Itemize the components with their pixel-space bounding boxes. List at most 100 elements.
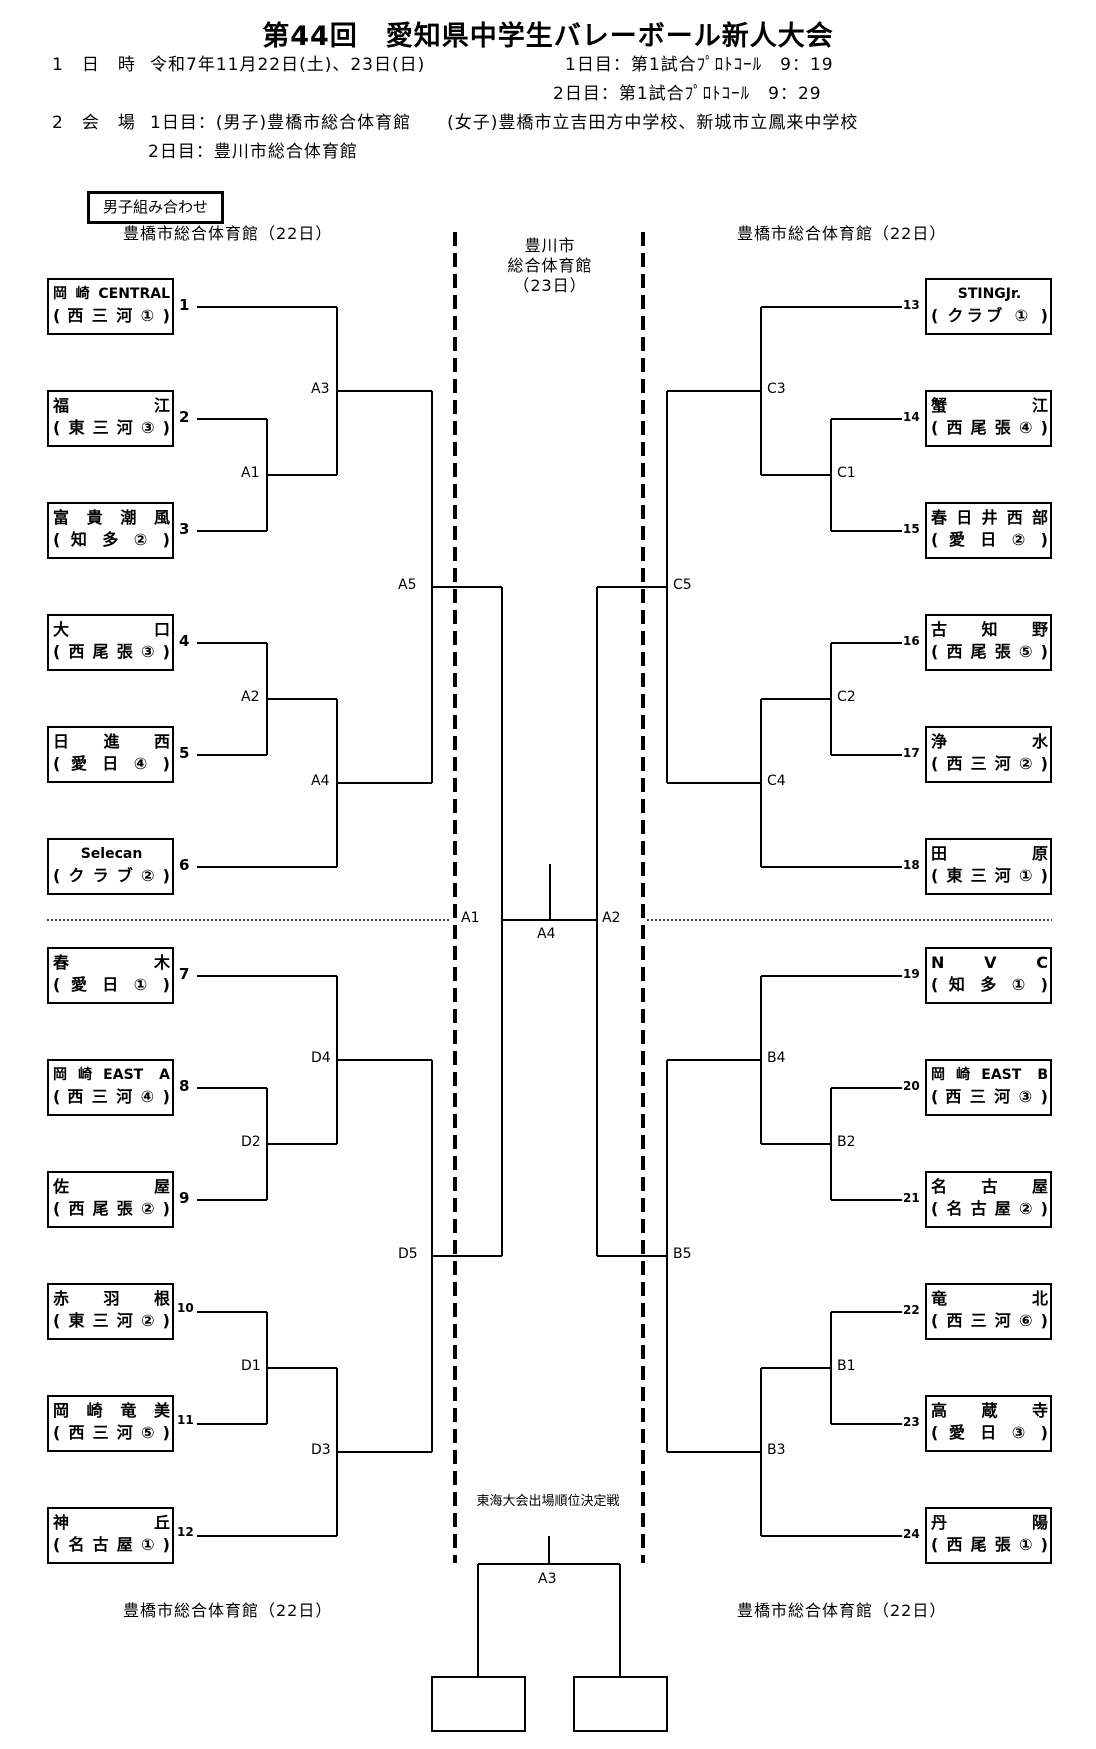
team-seed-number: 7 (179, 965, 190, 983)
date-label: 1 日 時 (52, 55, 136, 75)
team-seed-number: 14 (903, 410, 920, 424)
team-name: 神 丘 (53, 1513, 170, 1532)
team-region: (西尾張①) (931, 1535, 1048, 1554)
team-region: (西三河②) (931, 754, 1048, 773)
venue-day2: 2日目：豊川市総合体育館 (148, 142, 358, 162)
team-region: (西尾張③) (53, 642, 170, 661)
team-seed-number: 18 (903, 858, 920, 872)
team-box: 赤 羽 根 (東三河②) (47, 1283, 174, 1340)
match-label-d1: D1 (241, 1358, 261, 1374)
team-box: STINGJr. ( クラブ ① ) (925, 278, 1052, 335)
team-seed-number: 19 (903, 967, 920, 981)
venue-label: 2 会 場 (52, 113, 136, 133)
match-label-d2: D2 (241, 1134, 261, 1150)
section-tag: 男子組み合わせ (87, 191, 224, 224)
team-box: Selecan(クラブ②) (47, 838, 174, 895)
match-label-a4: A4 (311, 773, 330, 789)
team-box: 岡 崎 CENTRAL( 西 三 河 ① ) (47, 278, 174, 335)
match-label-a5: A5 (398, 577, 417, 593)
team-name: 竜 北 (931, 1289, 1048, 1308)
team-seed-number: 21 (903, 1191, 920, 1205)
match-label-c2: C2 (837, 689, 856, 705)
team-box: 浄 水 (西三河②) (925, 726, 1052, 783)
team-box: 日 進 西( 愛 日 ④ ) (47, 726, 174, 783)
team-name: 浄 水 (931, 732, 1048, 751)
team-name: 蟹 江 (931, 396, 1048, 415)
team-seed-number: 9 (179, 1189, 190, 1207)
team-seed-number: 1 (179, 296, 190, 314)
team-name: 岡崎EAST B (931, 1067, 1048, 1083)
venue-top-right: 豊橋市総合体育館（22日） (737, 224, 947, 243)
team-name: STINGJr. (957, 286, 1022, 302)
placement-box-left (431, 1676, 526, 1732)
team-region: (名古屋②) (931, 1199, 1048, 1218)
match-label-d5: D5 (398, 1246, 418, 1262)
match-label-c1: C1 (837, 465, 856, 481)
team-region: (クラブ②) (53, 866, 170, 885)
team-region: (東三河①) (931, 866, 1048, 885)
team-name: 富貴潮風 (53, 508, 170, 527)
match-label-c5: C5 (673, 577, 692, 593)
team-region: (西三河⑤) (53, 1423, 170, 1442)
match-label-b2: B2 (837, 1134, 856, 1150)
venue-top-left: 豊橋市総合体育館（22日） (123, 224, 333, 243)
center-venue-hall: 総合体育館 (507, 256, 593, 275)
team-seed-number: 12 (177, 1525, 194, 1539)
match-label-b1: B1 (837, 1358, 856, 1374)
team-region: ( クラブ ① ) (931, 306, 1048, 325)
team-box: 名 古 屋 (名古屋②) (925, 1171, 1052, 1228)
match-label-a2: A2 (241, 689, 260, 705)
team-name: 春日井西部 (931, 508, 1048, 527)
venue-day1: 1日目：(男子)豊橋市総合体育館 (女子)豊橋市立吉田方中学校、新城市立鳳来中学… (150, 113, 859, 133)
team-region: ( 愛 日 ① ) (53, 975, 170, 994)
team-box: 春 木( 愛 日 ① ) (47, 947, 174, 1004)
match-label-b5: B5 (673, 1246, 692, 1262)
team-box: 神 丘(名古屋①) (47, 1507, 174, 1564)
team-box: 蟹 江 (西尾張④) (925, 390, 1052, 447)
match-label-d4: D4 (311, 1050, 331, 1066)
match-label-a3: A3 (311, 381, 330, 397)
match-label-b4: B4 (767, 1050, 786, 1066)
team-box: 春日井西部( 愛 日 ② ) (925, 502, 1052, 559)
team-box: 岡崎EAST A( 西 三 河 ④ ) (47, 1059, 174, 1116)
team-name: 田 原 (931, 844, 1048, 863)
team-name: 大 口 (53, 620, 170, 639)
team-box: N V C( 知 多 ① ) (925, 947, 1052, 1004)
match-label-c4: C4 (767, 773, 786, 789)
team-region: (西尾張④) (931, 418, 1048, 437)
team-box: 田 原 (東三河①) (925, 838, 1052, 895)
team-seed-number: 16 (903, 634, 920, 648)
match-label-d3: D3 (311, 1442, 331, 1458)
day2-protocol: 2日目：第1試合ﾌﾟﾛﾄｺｰﾙ 9：29 (553, 84, 822, 104)
venue-bottom-left: 豊橋市総合体育館（22日） (123, 1601, 333, 1620)
team-seed-number: 5 (179, 744, 190, 762)
team-name: 福 江 (53, 396, 170, 415)
team-seed-number: 4 (179, 632, 190, 650)
team-name: 名 古 屋 (931, 1177, 1048, 1196)
team-seed-number: 10 (177, 1301, 194, 1315)
team-seed-number: 23 (903, 1415, 920, 1429)
team-name: 高 蔵 寺 (931, 1401, 1048, 1420)
team-region: (東三河③) (53, 418, 170, 437)
team-region: (東三河②) (53, 1311, 170, 1330)
team-box: 大 口 (西尾張③) (47, 614, 174, 671)
team-box: 竜 北(西三河⑥) (925, 1283, 1052, 1340)
team-box: 古 知 野(西尾張⑤) (925, 614, 1052, 671)
team-region: ( 西 三 河 ③ ) (931, 1087, 1048, 1106)
team-seed-number: 22 (903, 1303, 920, 1317)
page-title: 第44回 愛知県中学生バレーボール新人大会 (262, 21, 834, 52)
team-box: 丹 陽(西尾張①) (925, 1507, 1052, 1564)
team-name: 岡崎竜美 (53, 1401, 170, 1420)
team-seed-number: 13 (903, 298, 920, 312)
team-seed-number: 2 (179, 408, 190, 426)
team-name: 佐 屋 (53, 1177, 170, 1196)
team-name: 赤 羽 根 (53, 1289, 170, 1308)
match-label-third-place: A3 (538, 1571, 557, 1587)
team-seed-number: 8 (179, 1077, 190, 1095)
match-label-b3: B3 (767, 1442, 786, 1458)
center-venue-city: 豊川市 (524, 236, 576, 255)
team-box: 岡崎竜美 (西三河⑤) (47, 1395, 174, 1452)
team-region: (西尾張②) (53, 1199, 170, 1218)
team-box: 佐 屋 (西尾張②) (47, 1171, 174, 1228)
